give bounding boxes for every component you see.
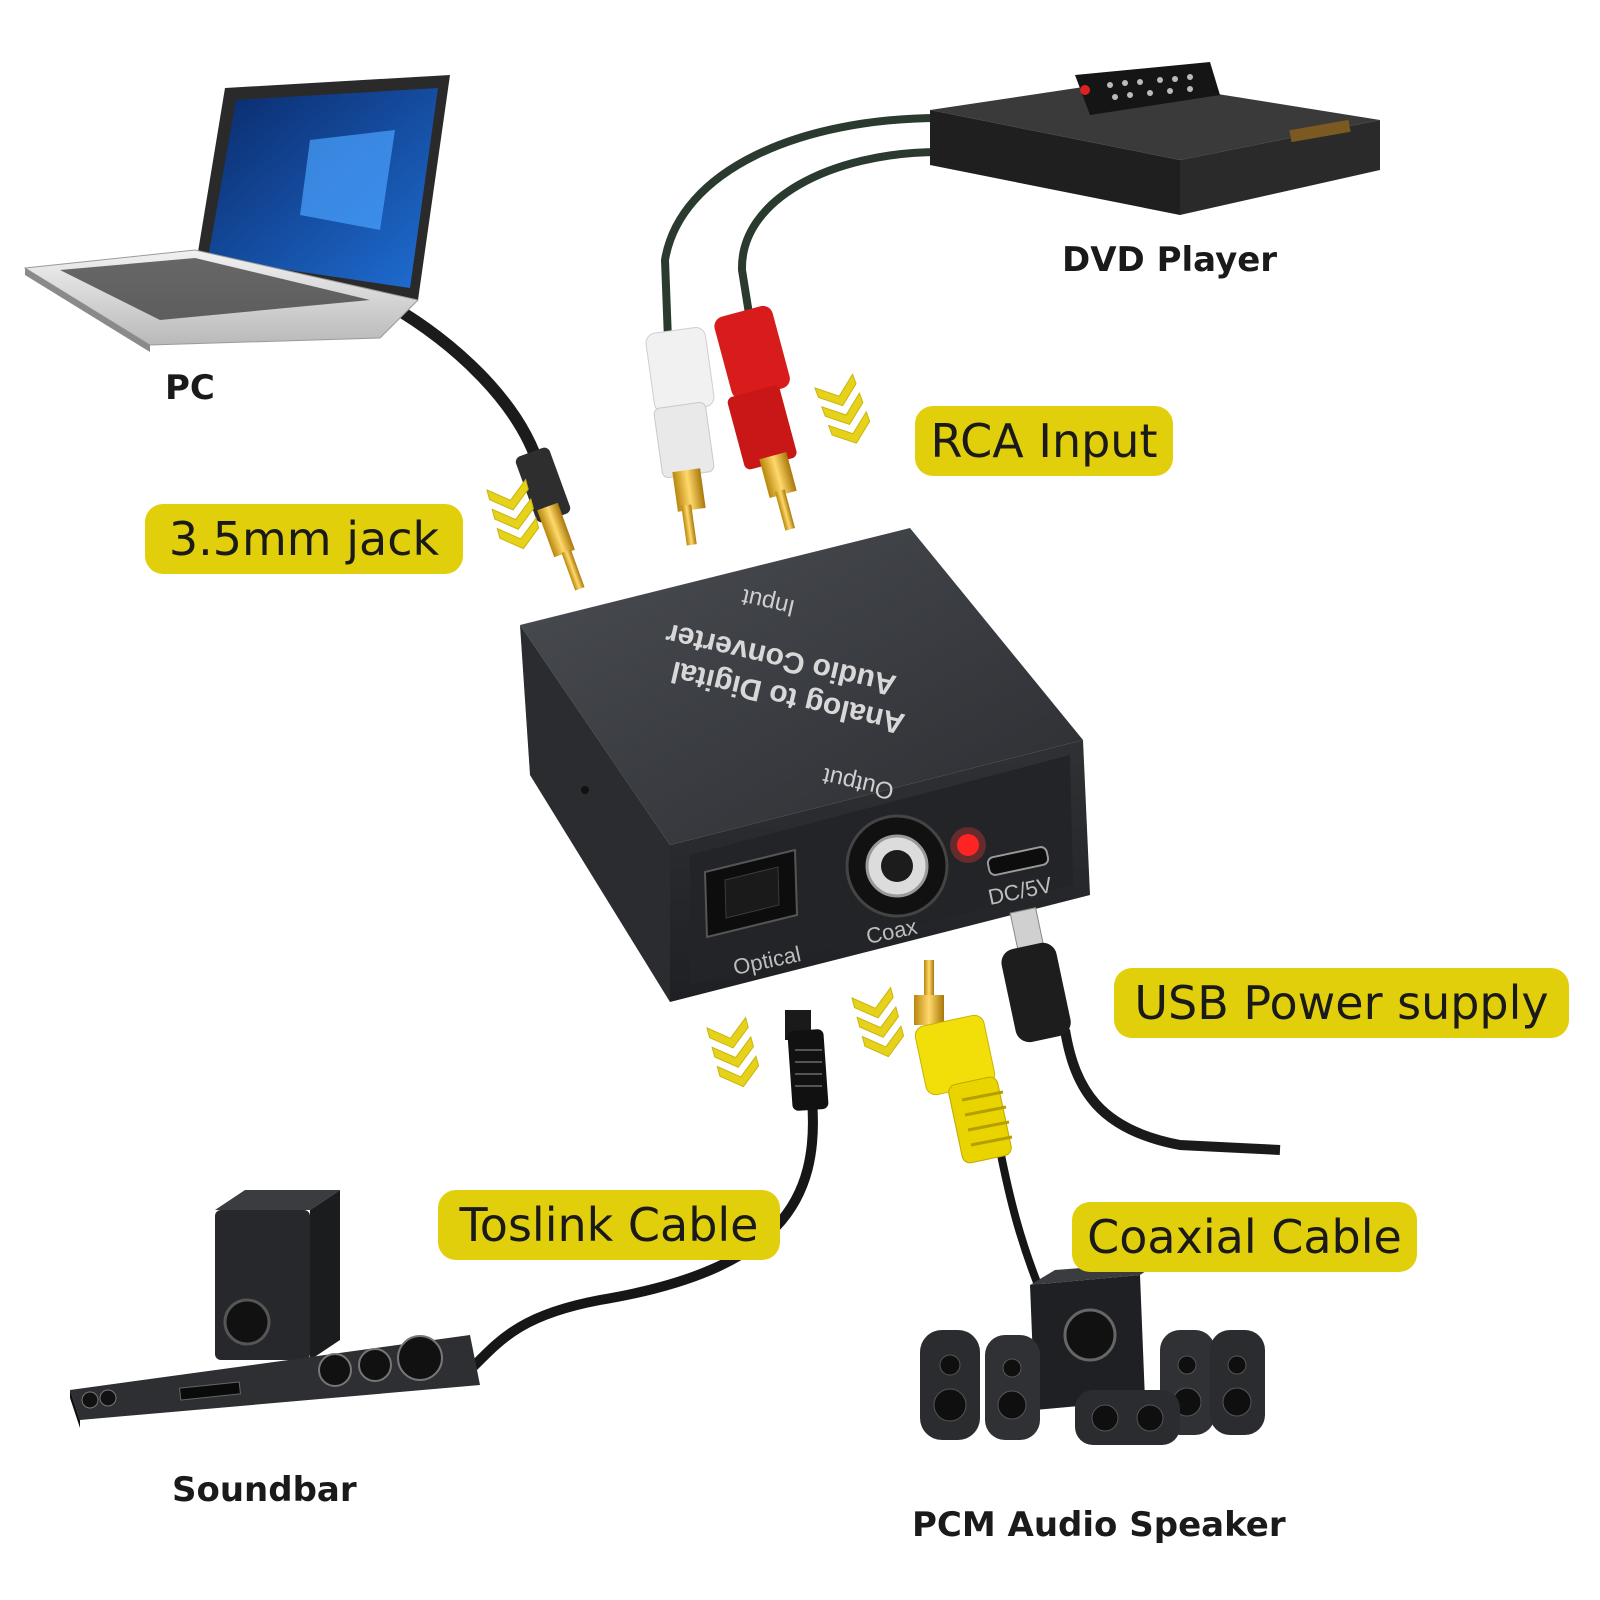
coaxial-port: [845, 814, 949, 918]
soundbar-label: Soundbar: [172, 1470, 357, 1510]
usb-plug: [1001, 907, 1071, 1043]
soundbar-illustration: [70, 1190, 480, 1428]
rca-plug-red: [714, 305, 797, 531]
rca-plug-white: [645, 327, 715, 546]
power-port: [986, 846, 1050, 876]
pcm-audio-speaker-label: PCM Audio Speaker: [912, 1505, 1286, 1545]
tag-3-5mm-jack: 3.5mm jack: [145, 504, 463, 574]
rca-arrow-icon: [814, 373, 876, 451]
dvd-player-illustration: [930, 62, 1380, 215]
speaker-set-illustration: [920, 1262, 1265, 1445]
audio-cable-pc: [384, 299, 546, 476]
toslink-plug: [785, 1010, 829, 1111]
coax-arrow-icon: [851, 987, 909, 1063]
rca-cable-white: [660, 114, 941, 341]
status-led: [957, 834, 979, 856]
usb-cable: [1060, 1029, 1281, 1155]
coax-cable: [996, 1149, 1044, 1292]
coax-plug-yellow: [914, 960, 1013, 1164]
optical-port: [703, 848, 799, 939]
tag-coaxial-cable: Coaxial Cable: [1072, 1202, 1417, 1272]
toslink-arrow-icon: [706, 1017, 764, 1093]
tag-rca-input: RCA Input: [915, 406, 1173, 476]
dvd-player-label: DVD Player: [1062, 240, 1278, 280]
tag-toslink-cable: Toslink Cable: [438, 1190, 780, 1260]
tag-usb-power-supply: USB Power supply: [1114, 968, 1569, 1038]
pc-label: PC: [165, 368, 215, 408]
converter-box: Input Analog to Digital Audio Converter …: [520, 528, 1090, 1002]
cables: [384, 114, 1281, 1374]
laptop-illustration: [23, 75, 450, 352]
rca-cable-red: [737, 148, 941, 321]
jack-plug: [515, 447, 585, 591]
toslink-cable: [466, 1099, 818, 1374]
